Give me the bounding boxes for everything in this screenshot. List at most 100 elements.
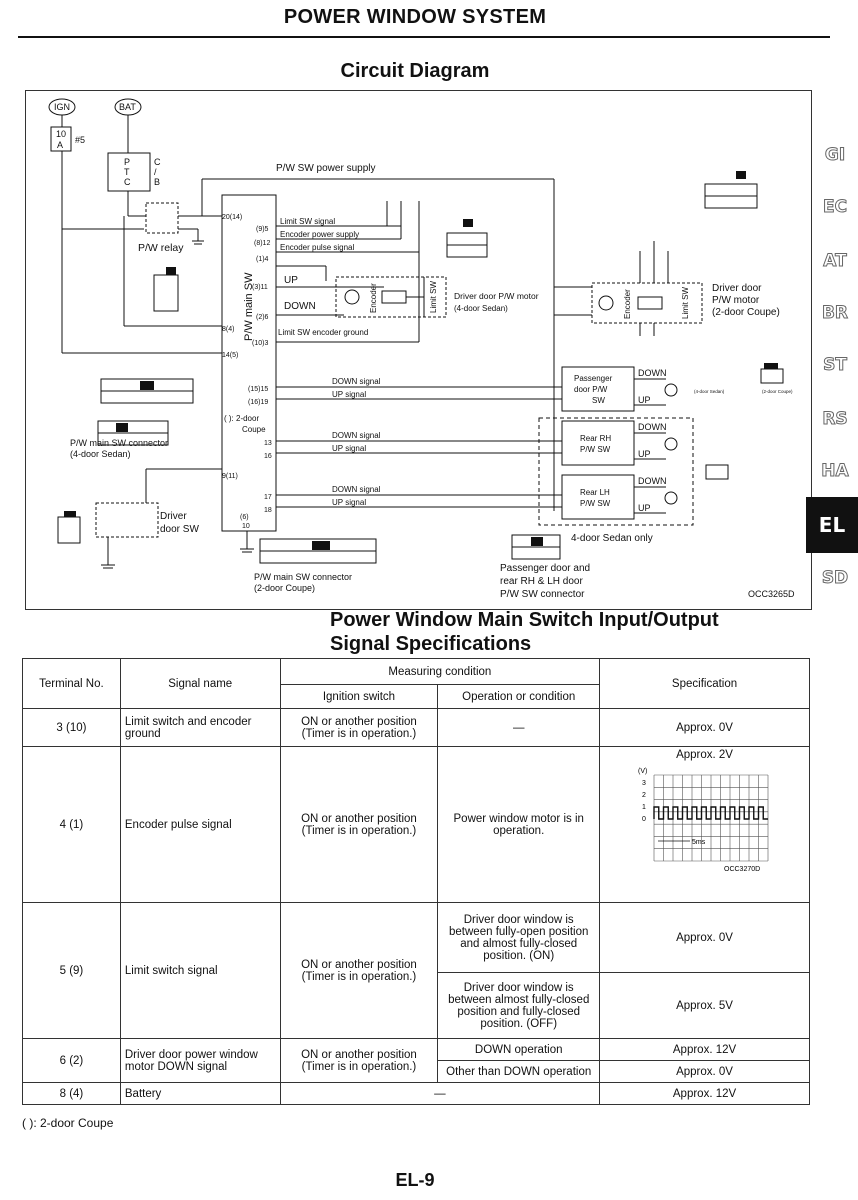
up-pass: UP [638, 395, 651, 405]
limit-sw-signal: Limit SW signal [280, 217, 335, 226]
fuse-number: #5 [75, 135, 85, 145]
down-rh: DOWN [638, 422, 667, 432]
driver-motor-coupe-1: Driver door [712, 283, 762, 294]
wave-scale: 5ms [692, 839, 706, 846]
cell-spec: Approx. 12V [599, 1082, 810, 1105]
cell-operation: — [437, 708, 601, 747]
cb-c: C [154, 157, 161, 167]
rear-lh-2: P/W SW [580, 499, 611, 508]
term-20: 20(14) [222, 214, 242, 221]
down-pass: DOWN [638, 368, 667, 378]
down-lh: DOWN [638, 476, 667, 486]
passenger-sw-2: door P/W [574, 385, 608, 394]
cell-spec: Approx. 0V [599, 1060, 810, 1083]
term-17: 17 [264, 494, 272, 501]
term-16-19: (16)19 [248, 399, 268, 406]
tab-gi[interactable]: GI [824, 145, 846, 166]
pass-conn-3: P/W SW connector [500, 589, 585, 600]
up-signal-1: UP signal [332, 390, 366, 399]
up-lh: UP [638, 503, 651, 513]
driver-motor-sedan-2: (4-door Sedan) [454, 304, 508, 313]
footnote: ( ): 2-door Coupe [22, 1116, 114, 1130]
term-8-12: (8)12 [254, 240, 270, 247]
main-conn-coupe-1: P/W main SW connector [254, 572, 352, 582]
cell-spec: Approx. 0V [599, 902, 810, 973]
cell-signal: Battery [119, 1082, 281, 1105]
wave-tick-3: 3 [642, 780, 646, 787]
cell-operation: DOWN operation [437, 1038, 601, 1061]
cell-terminal: 5 (9) [22, 902, 121, 1039]
up-label: UP [284, 275, 298, 286]
header-measuring: Measuring condition [279, 658, 601, 685]
fuse-amp: 10 [56, 129, 66, 139]
tab-ha[interactable]: HA [821, 461, 849, 482]
title-rule [18, 36, 830, 38]
term-18: 18 [264, 507, 272, 514]
wave-code: OCC3270D [724, 866, 760, 873]
coupe-note-1: ( ): 2-door [224, 414, 259, 423]
up-signal-3: UP signal [332, 498, 366, 507]
cell-signal: Driver door power window motor DOWN sign… [119, 1038, 281, 1083]
term-1-4: (1)4 [256, 256, 269, 263]
down-label: DOWN [284, 301, 316, 312]
tab-rs[interactable]: RS [822, 409, 848, 430]
driver-motor-coupe-3: (2-door Coupe) [712, 307, 780, 318]
encoder-label: Encoder [369, 283, 378, 313]
cell-signal: Limit switch and encoder ground [119, 708, 281, 747]
tab-st[interactable]: ST [823, 355, 848, 376]
cell-ignition: — [279, 1082, 601, 1105]
wave-tick-1: 1 [642, 804, 646, 811]
cell-spec-waveform: Approx. 2V (V) 3 2 1 0 5ms OCC3270D [599, 746, 810, 903]
term-9-11: 9(11) [222, 473, 238, 480]
page-title: POWER WINDOW SYSTEM [283, 6, 547, 28]
cell-spec: Approx. 5V [599, 972, 810, 1039]
cell-terminal: 4 (1) [22, 746, 121, 903]
circuit-heading: Circuit Diagram [340, 60, 490, 82]
limit-sw-label-coupe: Limit SW [681, 287, 690, 319]
up-rh: UP [638, 449, 651, 459]
fuse-unit: A [57, 140, 63, 150]
cell-terminal: 3 (10) [22, 708, 121, 747]
ptc-c: C [124, 177, 131, 187]
main-conn-coupe-2: (2-door Coupe) [254, 583, 315, 593]
term-10: 10 [242, 523, 250, 530]
spec-table: Terminal No. Signal name Measuring condi… [22, 658, 810, 1105]
term-2-6: (2)6 [256, 314, 269, 321]
cb-b: B [154, 177, 160, 187]
tab-el[interactable]: EL [806, 497, 858, 553]
rear-lh-1: Rear LH [580, 488, 610, 497]
table-row: 4 (1) Encoder pulse signal ON or another… [22, 746, 810, 903]
circuit-diagram: IGN BAT 10 A #5 P T C C / B P/W SW power… [25, 90, 812, 610]
table-row: Driver door window is between almost ful… [23, 972, 810, 1039]
limit-sw-label: Limit SW [429, 281, 438, 313]
term-9-5: (9)5 [256, 226, 269, 233]
wave-signal [652, 806, 768, 820]
table-row: 3 (10) Limit switch and encoder ground O… [22, 708, 810, 747]
cell-operation: Other than DOWN operation [437, 1060, 601, 1083]
tab-ec[interactable]: EC [822, 197, 848, 218]
sedan-small: (4-door Sedan) [694, 389, 725, 394]
passenger-sw-1: Passenger [574, 374, 613, 383]
bat-label: BAT [119, 102, 136, 112]
page-number: EL-9 [395, 1170, 435, 1190]
cell-terminal: 6 (2) [22, 1038, 121, 1083]
table-row: 5 (9) Limit switch signal ON or another … [22, 902, 810, 1039]
term-14-5: 14(5) [222, 352, 238, 359]
cell-terminal: 8 (4) [22, 1082, 121, 1105]
tab-sd[interactable]: SD [821, 568, 849, 589]
table-row: 6 (2) Driver door power window motor DOW… [22, 1038, 810, 1083]
tab-at[interactable]: AT [823, 251, 847, 272]
passenger-sw-3: SW [592, 396, 605, 405]
tab-br[interactable]: BR [821, 303, 849, 324]
pass-conn-2: rear RH & LH door [500, 576, 583, 587]
down-signal-3: DOWN signal [332, 485, 381, 494]
encoder-waveform: (V) 3 2 1 0 5ms OCC3270D [638, 768, 768, 873]
rear-rh-2: P/W SW [580, 445, 611, 454]
cell-ignition: ON or another position (Timer is in oper… [279, 1038, 439, 1083]
header-specification: Specification [599, 658, 810, 709]
cell-spec: Approx. 0V [599, 708, 810, 747]
header-signal: Signal name [119, 658, 281, 709]
cell-ignition: ON or another position (Timer is in oper… [279, 708, 439, 747]
up-signal-2: UP signal [332, 444, 366, 453]
main-conn-sedan-2: (4-door Sedan) [70, 449, 131, 459]
